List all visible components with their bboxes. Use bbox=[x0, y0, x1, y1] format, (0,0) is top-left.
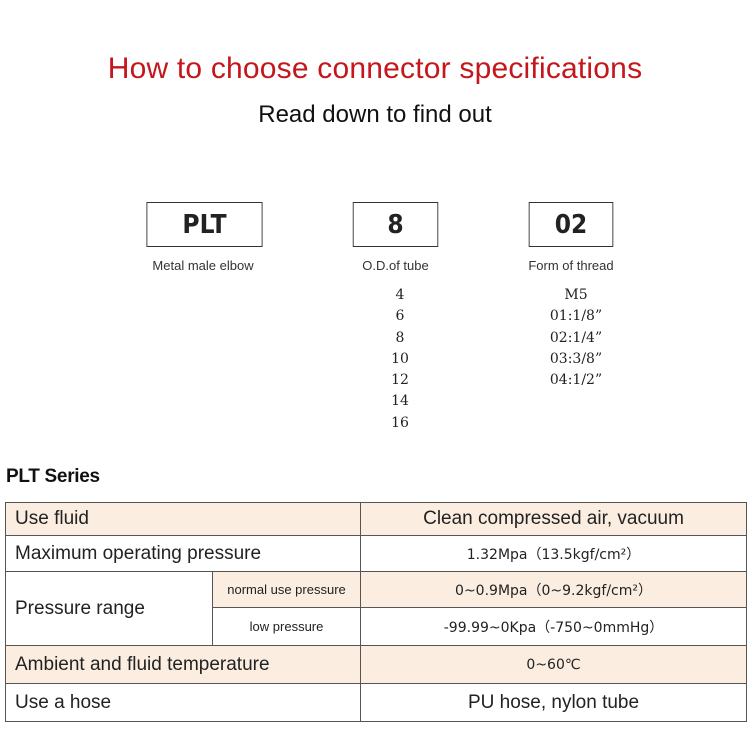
code-box-tube-od: 8 bbox=[352, 202, 439, 247]
code-box-model: PLT bbox=[146, 202, 263, 247]
code-label-model: Metal male elbow bbox=[152, 258, 254, 273]
temperature-label: Ambient and fluid temperature bbox=[4, 645, 362, 684]
table-row: Use a hose PU hose, nylon tube bbox=[4, 683, 748, 722]
table-row: Ambient and fluid temperature 0~60℃ bbox=[4, 645, 748, 684]
low-pressure-label: low pressure bbox=[211, 607, 362, 646]
tube-size-list: 4 6 8 10 12 14 16 bbox=[370, 285, 430, 434]
page-title: How to choose connector specifications bbox=[107, 52, 643, 85]
thread-form-list: M5 01:1/8” 02:1/4” 03:3/8” 04:1/2” bbox=[531, 285, 621, 391]
list-item: 8 bbox=[395, 329, 405, 346]
max-pressure-value: 1.32Mpa（13.5kgf/cm²） bbox=[360, 535, 748, 572]
use-fluid-value: Clean compressed air, vacuum bbox=[360, 502, 748, 536]
use-fluid-label: Use fluid bbox=[4, 502, 362, 536]
list-item: 10 bbox=[391, 350, 409, 367]
list-item: 16 bbox=[391, 414, 409, 431]
list-item: 6 bbox=[395, 308, 405, 325]
list-item: 14 bbox=[391, 393, 409, 410]
temperature-value: 0~60℃ bbox=[360, 645, 748, 684]
list-item: 03:3/8” bbox=[549, 350, 603, 367]
table-row: Pressure range normal use pressure 0~0.9… bbox=[5, 571, 748, 646]
list-item: 12 bbox=[391, 372, 409, 389]
table-row: Maximum operating pressure 1.32Mpa（13.5k… bbox=[4, 535, 748, 572]
code-box-thread: 02 bbox=[528, 202, 614, 247]
low-pressure-value: -99.99~0Kpa（-750~0mmHg） bbox=[360, 607, 748, 646]
normal-pressure-label: normal use pressure bbox=[211, 571, 362, 608]
hose-value: PU hose, nylon tube bbox=[360, 683, 748, 722]
spec-table: Use fluid Clean compressed air, vacuum M… bbox=[4, 502, 748, 722]
list-item: 01:1/8” bbox=[549, 308, 603, 325]
list-item: 04:1/2” bbox=[549, 372, 603, 389]
table-row: low pressure -99.99~0Kpa（-750~0mmHg） bbox=[6, 607, 748, 646]
page-subtitle: Read down to find out bbox=[258, 101, 492, 128]
list-item: M5 bbox=[564, 287, 588, 303]
list-item: 4 bbox=[395, 287, 405, 303]
code-label-thread: Form of thread bbox=[528, 258, 614, 273]
code-label-tube-od: O.D.of tube bbox=[362, 258, 429, 273]
normal-pressure-value: 0~0.9Mpa（0~9.2kgf/cm²） bbox=[360, 571, 748, 608]
pressure-range-label: Pressure range bbox=[5, 571, 213, 646]
table-row: Use fluid Clean compressed air, vacuum bbox=[4, 502, 748, 536]
series-title: PLT Series bbox=[6, 466, 100, 487]
hose-label: Use a hose bbox=[4, 683, 362, 722]
max-pressure-label: Maximum operating pressure bbox=[4, 535, 362, 572]
list-item: 02:1/4” bbox=[549, 329, 603, 346]
